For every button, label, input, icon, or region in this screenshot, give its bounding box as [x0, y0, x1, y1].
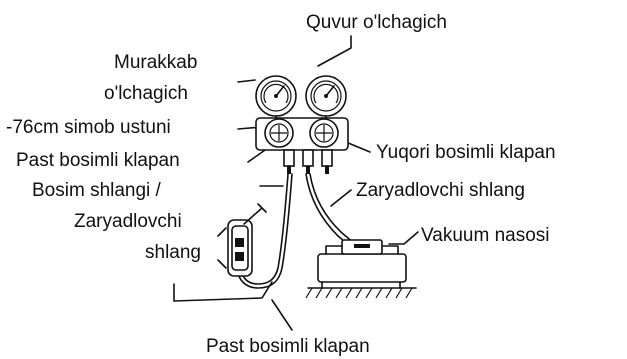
label-charge-hose: Zaryadlovchi shlang — [356, 180, 525, 201]
label-pressure-hose-line3: shlang — [145, 242, 201, 263]
ground-hatching — [305, 281, 417, 299]
label-pressure-hose-line2: Zaryadlovchi — [74, 211, 182, 232]
label-pressure-hose-line1: Bosim shlangi / — [32, 180, 162, 201]
label-mercury-column: -76cm simob ustuni — [6, 117, 171, 138]
pressure-gauge — [305, 75, 347, 117]
label-low-pressure-valve: Past bosimli klapan — [16, 150, 180, 171]
label-low-pressure-valve-bottom: Past bosimli klapan — [206, 336, 370, 357]
leader-lines — [173, 35, 419, 331]
hoses — [237, 173, 355, 289]
label-high-pressure-valve: Yuqori bosimli klapan — [376, 142, 556, 163]
label-pipe-gauge: Quvur o'lchagich — [306, 12, 447, 33]
compound-gauge — [255, 75, 297, 117]
manifold-body — [255, 117, 349, 174]
label-vacuum-pump: Vakuum nasosi — [421, 225, 550, 246]
label-compound-gauge-line2: o'lchagich — [104, 83, 188, 104]
label-compound-gauge-line1: Murakkab — [114, 52, 197, 73]
service-valve — [217, 203, 267, 277]
vacuum-pump — [317, 239, 407, 283]
